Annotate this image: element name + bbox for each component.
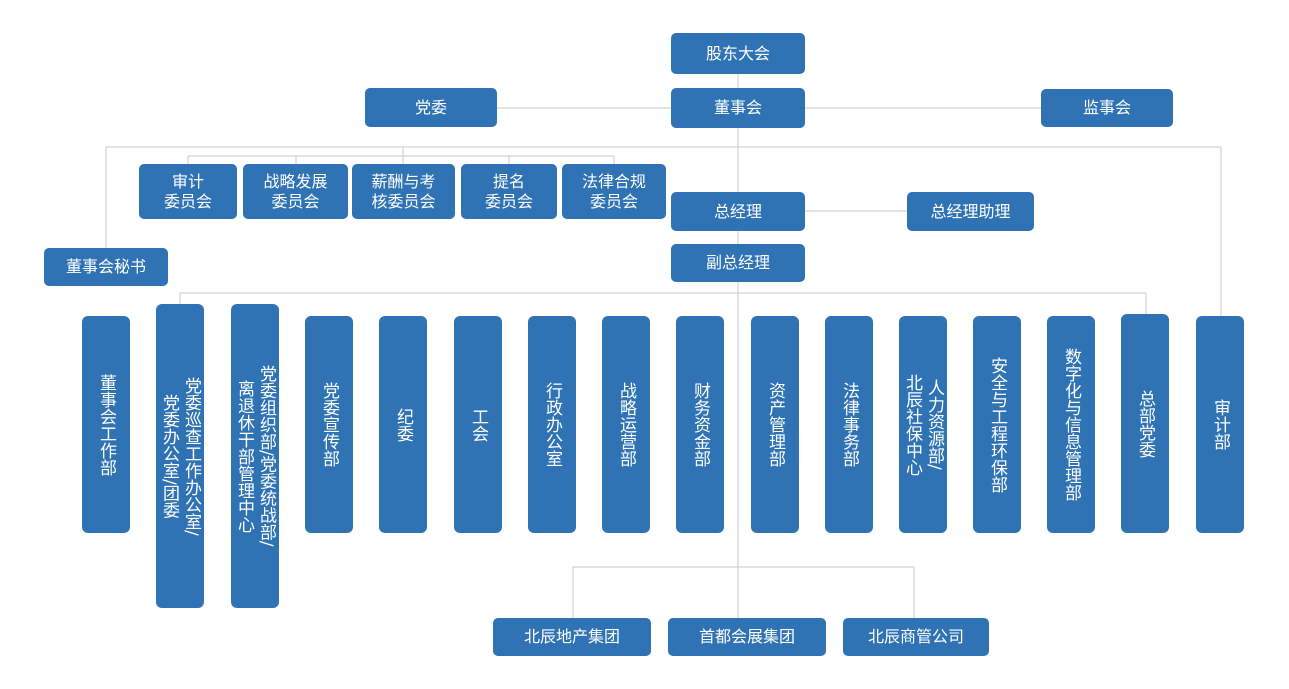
dept-headquarters-party: 总部党委 <box>1121 314 1169 533</box>
dept-discipline-committee: 纪委 <box>379 316 427 533</box>
subsidiary-capital-convention: 首都会展集团 <box>668 618 826 656</box>
supervisory-board-box: 监事会 <box>1041 89 1173 127</box>
dept-audit: 审计部 <box>1196 316 1244 533</box>
dept-trade-union: 工会 <box>454 316 502 533</box>
compensation-committee-box: 薪酬与考 核委员会 <box>352 164 455 219</box>
dept-finance: 财务资金部 <box>676 316 724 533</box>
board-secretary-box: 董事会秘书 <box>44 248 168 286</box>
dept-human-resources: 人力资源部/ 北辰社保中心 <box>899 316 947 533</box>
subsidiary-beichen-real-estate: 北辰地产集团 <box>493 618 651 656</box>
legal-committee-box: 法律合规 委员会 <box>562 164 666 219</box>
strategy-committee-box: 战略发展 委员会 <box>243 164 348 219</box>
dept-administration-office: 行政办公室 <box>528 316 576 533</box>
subsidiary-beichen-commercial: 北辰商管公司 <box>843 618 989 656</box>
general-manager-box: 总经理 <box>671 192 805 231</box>
dept-board-office: 董事会工作部 <box>82 316 130 533</box>
shareholders-meeting-box: 股东大会 <box>671 33 805 74</box>
dept-party-organization: 党委组织部/党委统战部/ 离退休干部管理中心 <box>231 304 279 608</box>
party-committee-box: 党委 <box>365 88 497 127</box>
dept-party-publicity: 党委宣传部 <box>305 316 353 533</box>
dept-legal-affairs: 法律事务部 <box>825 316 873 533</box>
deputy-gm-box: 副总经理 <box>671 244 805 282</box>
nomination-committee-box: 提名 委员会 <box>461 164 557 219</box>
dept-digital-information: 数字化与信息管理部 <box>1047 316 1095 533</box>
dept-safety-engineering: 安全与工程环保部 <box>973 316 1021 533</box>
board-of-directors-box: 董事会 <box>671 88 805 128</box>
gm-assistant-box: 总经理助理 <box>907 192 1034 231</box>
audit-committee-box: 审计 委员会 <box>139 164 237 219</box>
dept-asset-management: 资产管理部 <box>751 316 799 533</box>
dept-party-inspection-office: 党委巡查工作办公室/ 党委办公室/团委 <box>156 304 204 608</box>
dept-strategy-operations: 战略运营部 <box>602 316 650 533</box>
